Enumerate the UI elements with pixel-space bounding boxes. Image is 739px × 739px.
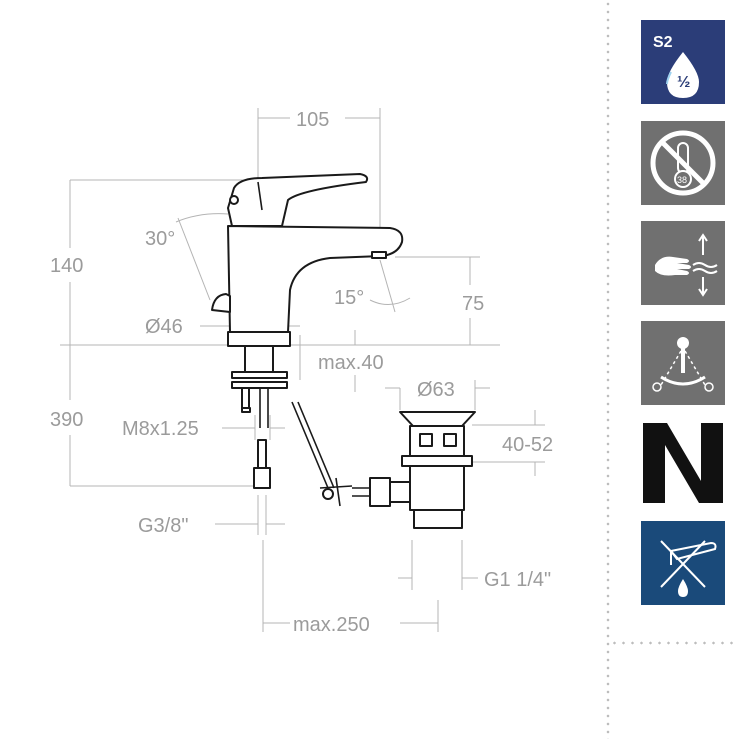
dim-spout-angle: 15°: [334, 287, 364, 309]
dim-plug-height: 40-52: [502, 434, 553, 456]
vertical-dotted-separator: [606, 0, 610, 739]
dim-thread: M8x1.25: [122, 418, 199, 440]
dim-height-tap: 140: [50, 255, 83, 277]
faucet-drawing: [211, 173, 476, 529]
technical-drawing: 105 140 30° 15° 75 Ø46 max.40 390 M8x1.2…: [50, 108, 553, 636]
horizontal-dotted-separator: [610, 641, 739, 645]
thermostat-label: 38: [677, 175, 687, 185]
dim-base-diameter: Ø46: [145, 316, 183, 338]
s2-label: S2: [653, 34, 673, 51]
no-thermostat-icon: 38: [641, 121, 725, 205]
dim-spout-height: 75: [462, 293, 484, 315]
dim-max-distance: max.250: [293, 614, 370, 636]
dimension-lines: [60, 108, 545, 632]
dim-lever-angle: 30°: [145, 228, 175, 250]
dim-width-top: 105: [296, 109, 329, 131]
dim-waste-diameter: Ø63: [417, 379, 455, 401]
s2-sub-label: ½: [677, 74, 690, 91]
dim-reach: max.40: [318, 352, 384, 374]
no-drip-tap-icon: [641, 521, 725, 605]
brand-logo-icon: [641, 421, 725, 505]
dim-hose-connection: G3/8": [138, 515, 188, 537]
dim-waste-connection: G1 1/4": [484, 569, 551, 591]
s2-half-drop-icon: S2 ½: [641, 20, 725, 104]
dim-height-total: 390: [50, 409, 83, 431]
spray-temperature-icon: [641, 321, 725, 405]
hand-flow-icon: [641, 221, 725, 305]
